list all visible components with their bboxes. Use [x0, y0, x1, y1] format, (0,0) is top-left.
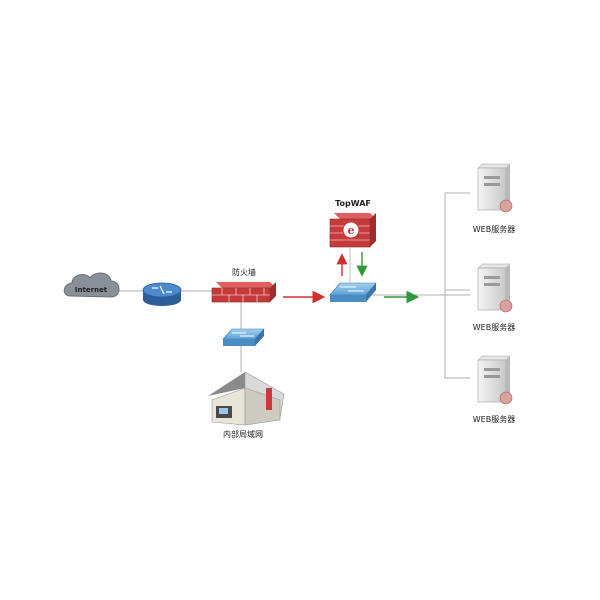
links	[118, 192, 470, 379]
chimney-icon	[266, 388, 272, 410]
web-server-2: WEB服务器	[473, 263, 515, 332]
web-server-3: WEB服务器	[473, 355, 515, 424]
waf-logo-icon	[342, 221, 360, 239]
server-1-label: WEB服务器	[473, 224, 515, 234]
server-bus	[444, 192, 470, 379]
waf-label: TopWAF	[335, 199, 371, 208]
svg-text:e: e	[348, 224, 355, 237]
internet-cloud: Internet	[63, 272, 120, 298]
intranet-building: 内部局域网	[208, 371, 285, 439]
router-icon	[142, 282, 182, 306]
server-2-label: WEB服务器	[473, 322, 515, 332]
internet-label: Internet	[75, 286, 108, 294]
core-switch-icon	[329, 282, 377, 302]
firewall-icon: 防火墙	[211, 267, 276, 303]
server-3-label: WEB服务器	[473, 414, 515, 424]
intranet-label: 内部局域网	[223, 429, 263, 439]
web-server-1: WEB服务器	[473, 163, 515, 234]
firewall-label: 防火墙	[232, 267, 256, 277]
waf-appliance: TopWAF e	[329, 199, 376, 248]
lan-switch-icon	[222, 328, 265, 346]
